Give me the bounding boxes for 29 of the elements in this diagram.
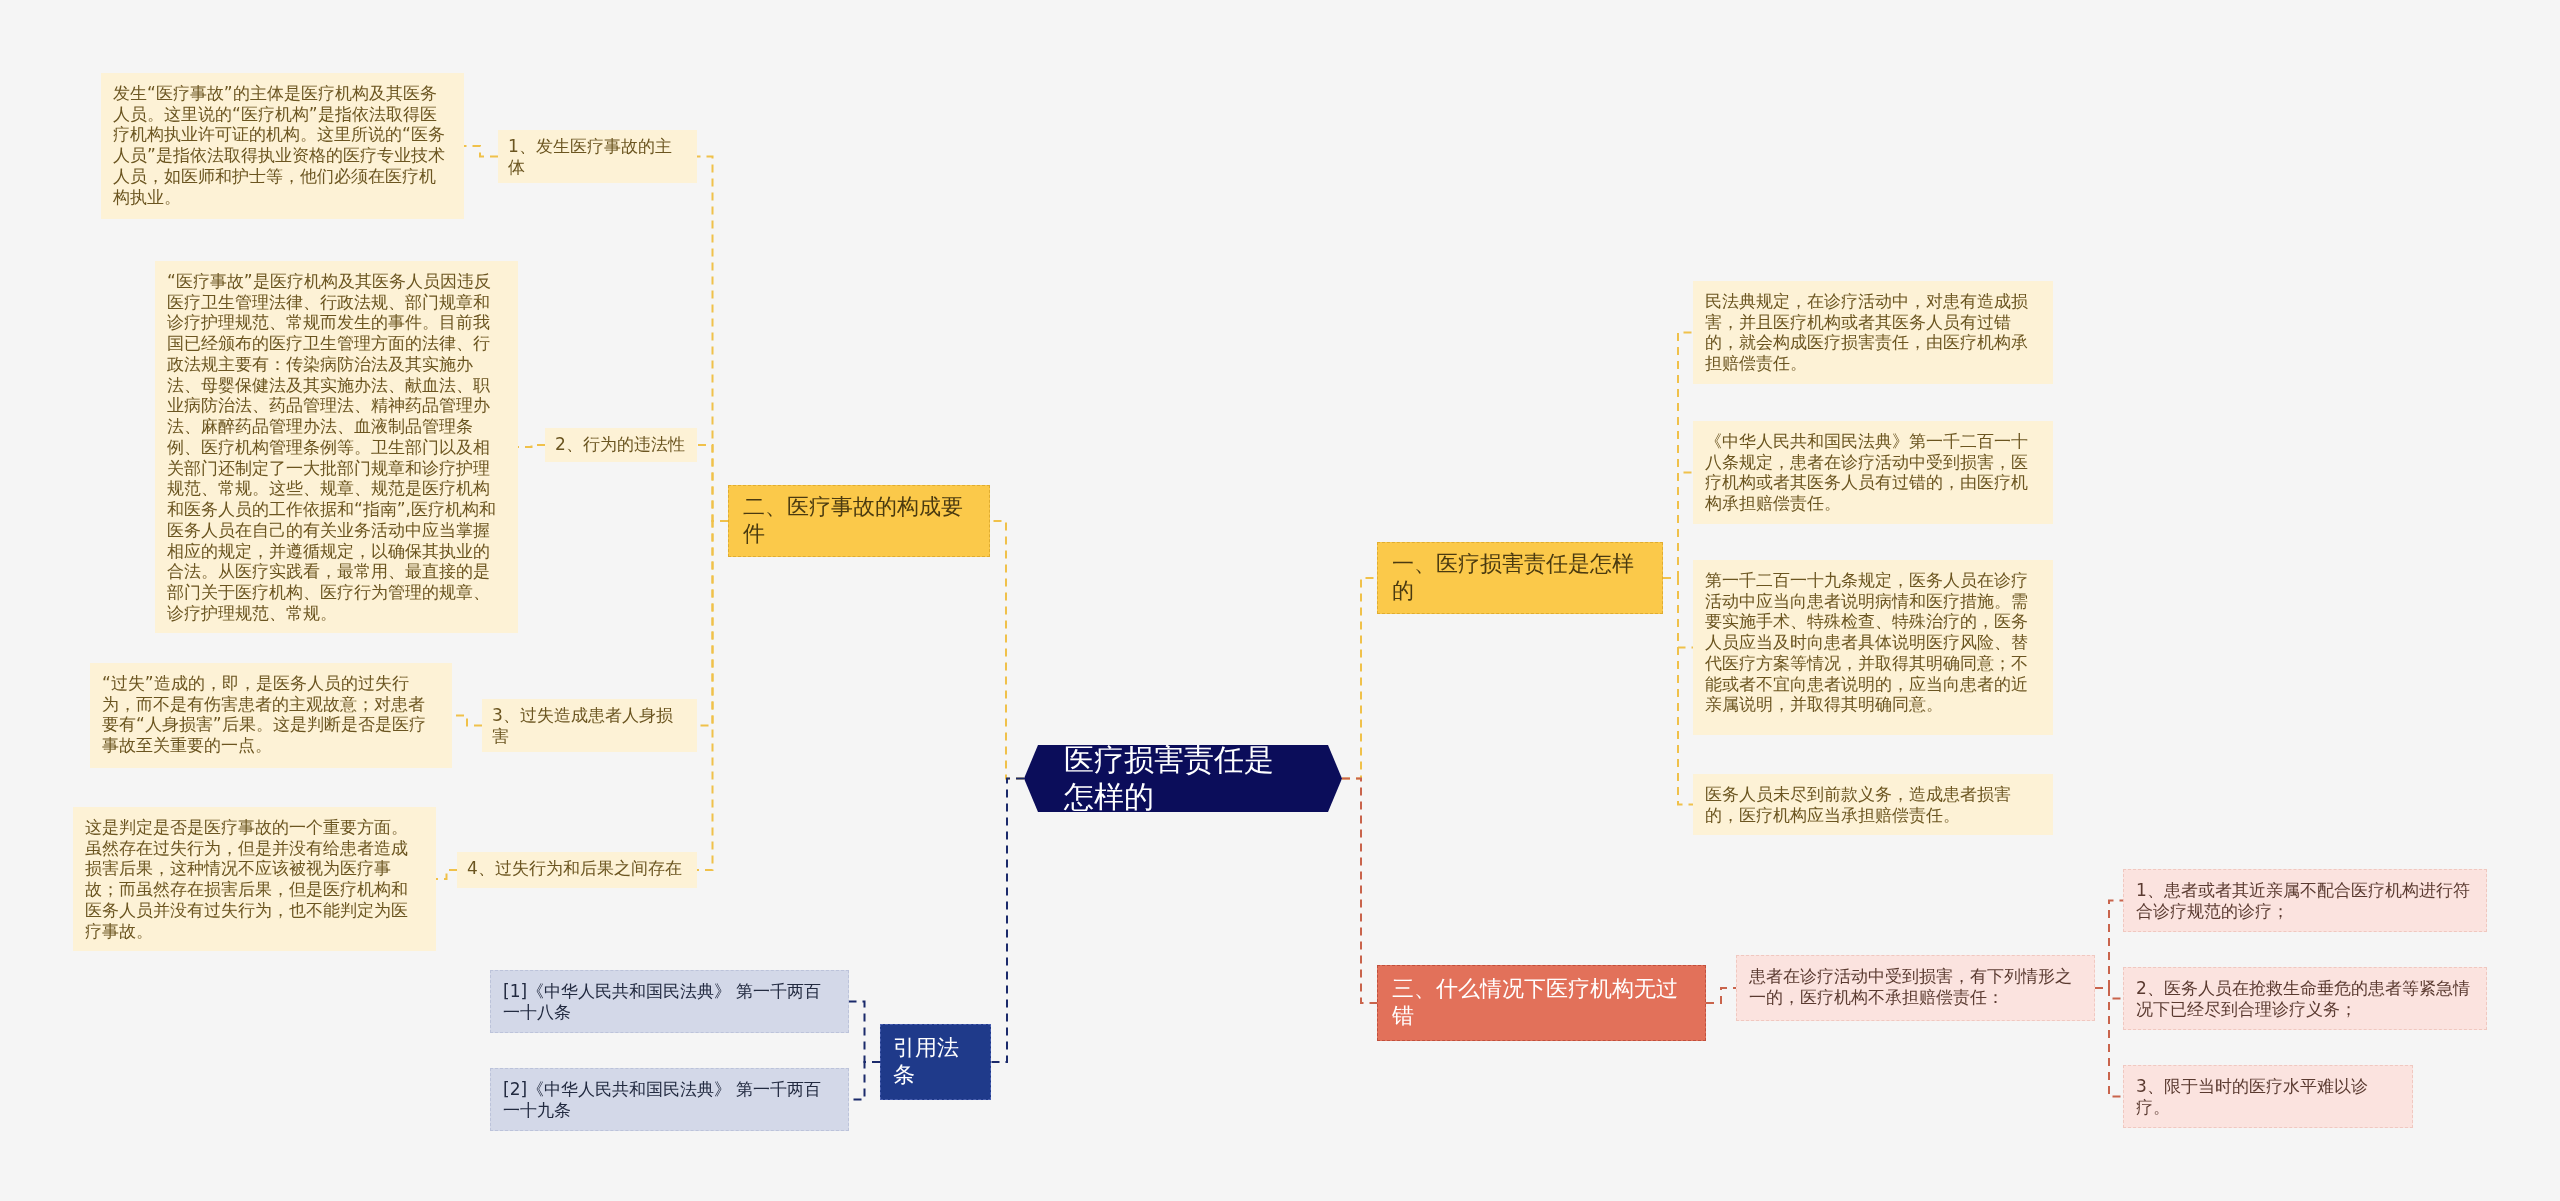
note-box: “医疗事故”是医疗机构及其医务人员因违反医疗卫生管理法律、行政法规、部门规章和诊疗护理规范、常规而发生的事件。目前我国已经颁布的医疗卫生管理方面的法律、行政法规主要有：传染病防治法及其实施办法、母婴保健法及其实施办法、献血法、职业病防治法、药品管理法、精神药品管理办法、麻醉药品管理办法、血液制品管理条例、医疗机构管理条例等。卫生部门以及相关部门还制定了一大批部门规章和诊疗护理规范、常规。这些、规章、规范是医疗机构和医务人员的工作依据和“指南”,医疗机构和医务人员在自己的有关业务活动中应当掌握相应的规定，并遵循规定，以确保其执业的合法。从医疗实践看，最常用、最直接的是部门关于医疗机构、医疗行为管理的规章、诊疗护理规范、常规。 <box>155 261 518 634</box>
connector <box>1705 987 1737 1004</box>
subtopic-box: 4、过失行为和后果之间存在 <box>457 852 697 888</box>
note-box: 患者在诊疗活动中受到损害，有下列情形之一的，医疗机构不承担赔偿责任： <box>1736 955 2095 1021</box>
subtopic-box: 1、发生医疗事故的主体 <box>498 130 697 184</box>
note-box: 这是判定是否是医疗事故的一个重要方面。虽然存在过失行为，但是并没有给患者造成损害后果，这种情况不应该被视为医疗事故；而虽然存在损害后果，但是医疗机构和医务人员并没有过失行为，也不能判定为医疗事故。 <box>73 807 436 952</box>
reference-box: [2]《中华人民共和国民法典》 第一千两百一十九条 <box>490 1068 849 1132</box>
connector <box>1341 777 1378 1004</box>
note-box: 《中华人民共和国民法典》第一千二百一十八条规定，患者在诊疗活动中受到损害，医疗机构或者其医务人员有过错的，由医疗机构承担赔偿责任。 <box>1693 421 2053 524</box>
central-topic: 医疗损害责任是怎样的 <box>1024 745 1342 812</box>
note-box: 医务人员未尽到前款义务，造成患者损害的，医疗机构应当承担赔偿责任。 <box>1693 774 2053 836</box>
connector <box>463 145 499 158</box>
note-box: 3、限于当时的医疗水平难以诊疗。 <box>2123 1065 2413 1129</box>
note-box: 民法典规定，在诊疗活动中，对患有造成损害，并且医疗机构或者其医务人员有过错的，就会构成医疗损害责任，由医疗机构承担赔偿责任。 <box>1693 281 2053 384</box>
topic-box: 二、医疗事故的构成要件 <box>728 485 990 557</box>
subtopic-box: 2、行为的违法性 <box>545 428 697 462</box>
note-box: 2、医务人员在抢救生命垂危的患者等紧急情况下已经尽到合理诊疗义务； <box>2123 967 2487 1031</box>
note-box: “过失”造成的，即，是医务人员的过失行为，而不是有伤害患者的主观故意；对患者要有“人身损害”后果。这是判断是否是医疗事故至关重要的一点。 <box>90 663 452 768</box>
topic-box: 一、医疗损害责任是怎样的 <box>1377 542 1663 614</box>
reference-box: [1]《中华人民共和国民法典》 第一千两百一十八条 <box>490 970 849 1034</box>
note-box: 发生“医疗事故”的主体是医疗机构及其医务人员。这里说的“医疗机构”是指依法取得医疗机构执业许可证的机构。这里所说的“医务人员”是指依法取得执业资格的医疗专业技术人员，如医师和护士等，他们必须在医疗机构执业。 <box>101 73 464 219</box>
note-box: 第一千二百一十九条规定，医务人员在诊疗活动中应当向患者说明病情和医疗措施。需要实施手术、特殊检查、特殊治疗的，医务人员应当及时向患者具体说明医疗风险、替代医疗方案等情况，并取得其明确同意；不能或者不宜向患者说明的，应当向患者的近亲属说明，并取得其明确同意。 <box>1693 560 2053 735</box>
connector <box>2094 987 2124 1098</box>
topic-box: 三、什么情况下医疗机构无过错 <box>1377 965 1706 1041</box>
subtopic-box: 3、过失造成患者人身损害 <box>482 699 697 753</box>
note-box: 1、患者或者其近亲属不配合医疗机构进行符合诊疗规范的诊疗； <box>2123 869 2487 933</box>
connector <box>1662 577 1694 806</box>
connector <box>990 777 1025 1063</box>
topic-box: 引用法条 <box>880 1024 991 1100</box>
